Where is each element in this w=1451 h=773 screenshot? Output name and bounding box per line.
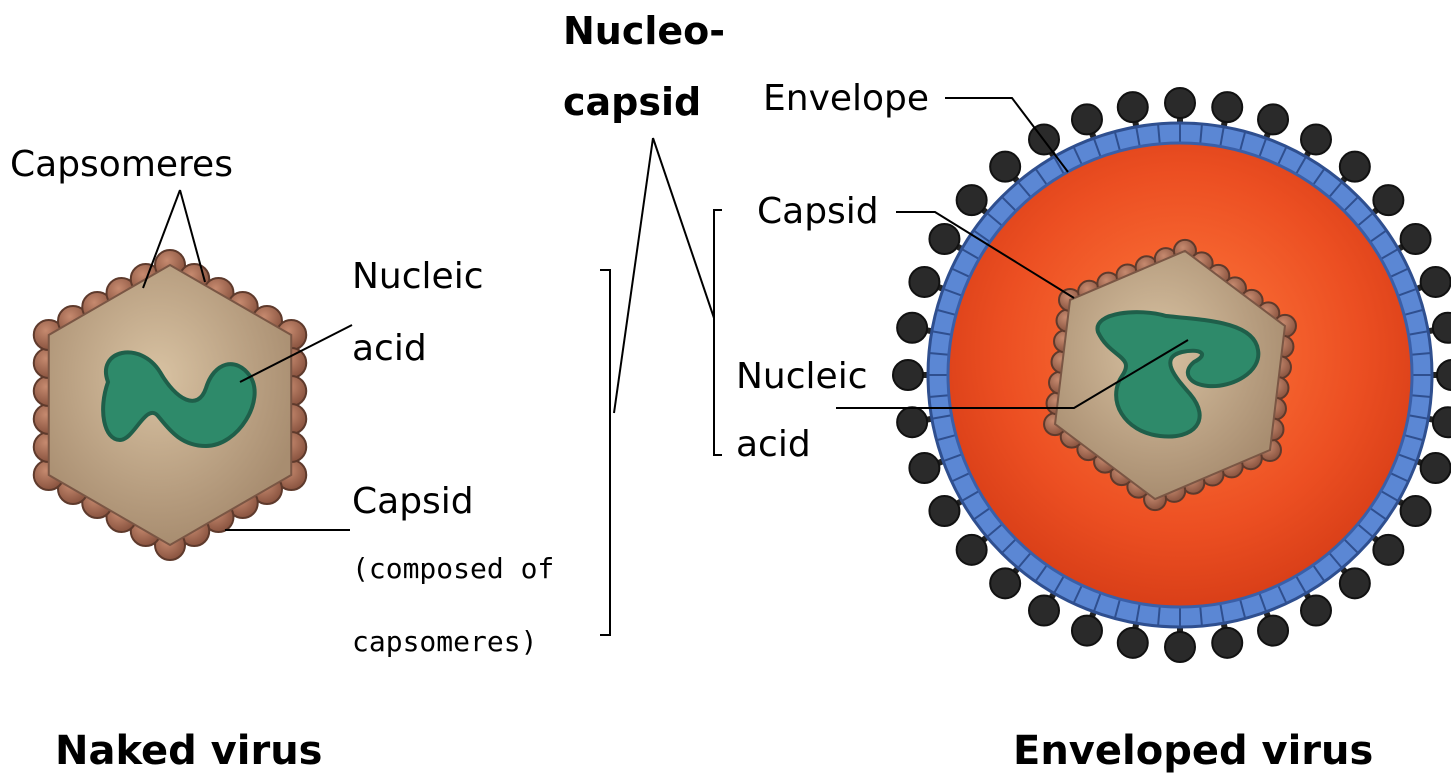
naked-virus (34, 250, 306, 560)
envelope-spike-knob (1118, 628, 1148, 658)
envelope-spike-knob (1165, 632, 1195, 662)
envelope-spike-knob (1433, 407, 1451, 437)
envelope-spike-knob (1401, 224, 1431, 254)
envelope-spike-knob (1373, 535, 1403, 565)
envelope-spike-knob (1340, 152, 1370, 182)
naked-capsid-note-line2: capsomeres) (352, 625, 537, 658)
envelope-spike-knob (990, 152, 1020, 182)
envelope-spike-knob (909, 453, 939, 483)
envelope-spike-knob (1421, 453, 1451, 483)
enveloped-capsid-label: Capsid (757, 191, 879, 232)
envelope-spike-knob (1072, 616, 1102, 646)
enveloped-virus-title: Enveloped virus (1013, 728, 1373, 773)
envelope-spike-knob (1433, 313, 1451, 343)
envelope-spike-knob (897, 407, 927, 437)
capsomeres-label: Capsomeres (10, 144, 233, 185)
envelope-spike-knob (893, 360, 923, 390)
envelope-spike-knob (1212, 92, 1242, 122)
envelope-spike-knob (909, 267, 939, 297)
naked-nucleic-label-line1: Nucleic (352, 256, 483, 297)
nucleocapsid-label-line1: Nucleo- (563, 9, 725, 53)
envelope-spike-knob (1437, 360, 1451, 390)
naked-capsid-label: Capsid (352, 481, 474, 522)
envelope-spike-knob (990, 568, 1020, 598)
envelope-spike-knob (1072, 104, 1102, 134)
envelope-spike-knob (1258, 104, 1288, 134)
envelope-spike-knob (929, 496, 959, 526)
naked-virus-title: Naked virus (55, 728, 322, 773)
enveloped-virus (893, 88, 1451, 662)
envelope-spike-knob (1421, 267, 1451, 297)
envelope-spike-knob (897, 313, 927, 343)
enveloped-nucleic-label-line2: acid (736, 424, 811, 465)
envelope-spike-knob (1301, 124, 1331, 154)
naked-capsid-note-line1: (composed of (352, 552, 554, 585)
envelope-spike-knob (957, 185, 987, 215)
envelope-spike-knob (929, 224, 959, 254)
envelope-spike-knob (1118, 92, 1148, 122)
envelope-spike-knob (1165, 88, 1195, 118)
naked-nucleic-label-line2: acid (352, 328, 427, 369)
enveloped-nucleic-label-line1: Nucleic (736, 356, 867, 397)
envelope-label: Envelope (763, 78, 929, 119)
envelope-spike-knob (1258, 616, 1288, 646)
envelope-spike-knob (1340, 568, 1370, 598)
envelope-spike-knob (1301, 596, 1331, 626)
envelope-spike-knob (1401, 496, 1431, 526)
nucleocapsid-brackets (600, 138, 722, 635)
envelope-spike-knob (957, 535, 987, 565)
nucleocapsid-label-line2: capsid (563, 80, 701, 124)
envelope-spike-knob (1212, 628, 1242, 658)
envelope-spike-knob (1373, 185, 1403, 215)
envelope-spike-knob (1029, 596, 1059, 626)
